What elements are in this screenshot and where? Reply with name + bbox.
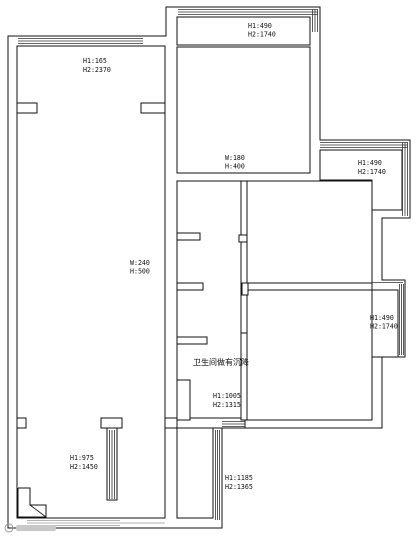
dimension-label: H1:975 — [70, 454, 94, 462]
corner-column — [17, 487, 47, 518]
room-outline — [246, 289, 373, 421]
dimension-label: H1:1005 — [213, 392, 241, 400]
logo-icon — [4, 523, 14, 533]
window — [178, 9, 318, 32]
dimension-label: H2:2370 — [83, 66, 111, 74]
wall-stub — [176, 232, 201, 241]
room-outline — [176, 427, 214, 519]
bay-window-outline — [371, 289, 399, 358]
dimension-label: H1:490 — [248, 22, 272, 30]
dimension-label: H2:1315 — [213, 401, 241, 409]
dimension-label: H2:1365 — [225, 483, 253, 491]
dimension-label: H1:165 — [83, 57, 107, 65]
bathroom-note: 卫生间做有沉降 — [193, 357, 249, 367]
window — [320, 142, 408, 216]
window — [27, 520, 165, 526]
window — [215, 430, 220, 520]
room-outline — [16, 45, 166, 519]
wall-stub — [176, 282, 204, 291]
wall-stub — [176, 336, 208, 345]
watermark-mark — [16, 525, 56, 531]
dimension-label: H2:1450 — [70, 463, 98, 471]
window — [372, 282, 404, 355]
wall-stub — [176, 417, 246, 429]
wall-pier — [100, 417, 123, 429]
wall-stub — [164, 417, 178, 429]
window — [18, 38, 143, 44]
wall-stub — [241, 282, 249, 296]
dimension-label: H2:1740 — [248, 31, 276, 39]
corner-column-diagonal — [29, 504, 47, 518]
dimension-label: H1:1185 — [225, 474, 253, 482]
watermark-logo — [4, 523, 56, 533]
wall-stub — [240, 332, 248, 421]
wall-stub — [16, 417, 27, 429]
wall-stub — [238, 234, 248, 243]
dimension-label: H:500 — [130, 268, 150, 276]
wall-stub — [240, 180, 248, 237]
dimension-label: H1:490 — [358, 159, 382, 167]
dimension-label: W:240 — [130, 259, 150, 267]
window — [222, 421, 245, 427]
room-outline — [176, 46, 311, 174]
dimension-label: W:180 — [225, 154, 245, 162]
dimension-label: H2:1740 — [370, 323, 398, 331]
bay-window-outline — [176, 16, 311, 46]
wall-stub — [16, 102, 38, 114]
window — [109, 430, 115, 499]
dimension-label: H1:490 — [370, 314, 394, 322]
room-outline — [246, 180, 373, 284]
wall-stub — [140, 102, 166, 114]
wall-stub — [176, 379, 191, 421]
wall-stub — [246, 282, 373, 291]
dimension-label: H:400 — [225, 163, 245, 171]
dimension-label: H2:1740 — [358, 168, 386, 176]
